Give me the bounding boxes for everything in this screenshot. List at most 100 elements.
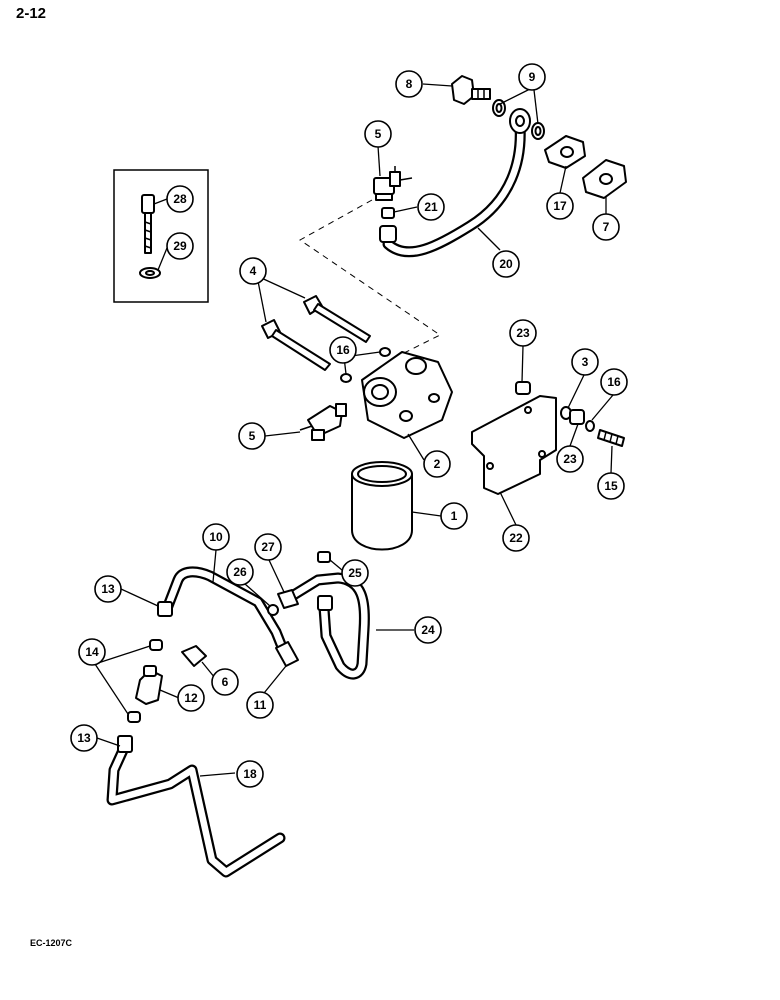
callout-23: 23	[556, 445, 584, 473]
callout-label: 21	[424, 200, 438, 214]
callout-5: 5	[238, 422, 266, 450]
filter-head-2	[361, 351, 453, 439]
bleed-valve-5-lower	[299, 403, 347, 441]
callout-label: 12	[184, 691, 198, 705]
callout-15: 15	[597, 472, 625, 500]
callout-label: 13	[101, 582, 115, 596]
banjo-bolt-8	[451, 75, 491, 105]
callout-label: 9	[529, 70, 536, 84]
callout-label: 25	[348, 566, 362, 580]
page-number: 2-12	[16, 5, 46, 22]
callout-28: 28	[166, 185, 194, 213]
callout-label: 16	[607, 375, 621, 389]
callout-label: 24	[421, 623, 435, 637]
callout-label: 8	[406, 77, 413, 91]
callout-29: 29	[166, 232, 194, 260]
callout-label: 5	[375, 127, 382, 141]
callout-label: 22	[509, 531, 523, 545]
callout-label: 14	[85, 645, 99, 659]
callout-11: 11	[246, 691, 274, 719]
bolt-4-upper	[303, 295, 371, 343]
mounting-bracket-22	[471, 395, 557, 495]
callout-label: 16	[336, 343, 350, 357]
callout-2: 2	[423, 450, 451, 478]
cap-25	[317, 551, 331, 563]
callout-label: 4	[250, 264, 257, 278]
fitting-11	[275, 641, 299, 667]
callout-label: 17	[553, 199, 567, 213]
sleeve-26	[267, 604, 279, 616]
callout-label: 18	[243, 767, 257, 781]
callout-label: 15	[604, 479, 618, 493]
callout-label: 20	[499, 257, 513, 271]
assembly-guide-line	[299, 199, 441, 356]
callout-13: 13	[70, 724, 98, 752]
callout-6: 6	[211, 668, 239, 696]
gasket-plate-17	[544, 135, 586, 169]
callout-label: 23	[516, 326, 530, 340]
spacer-23-side	[569, 409, 585, 425]
callout-14: 14	[78, 638, 106, 666]
fuel-line-20	[379, 108, 531, 258]
callout-18: 18	[236, 760, 264, 788]
callout-8: 8	[395, 70, 423, 98]
callout-16: 16	[600, 368, 628, 396]
nut-27	[277, 589, 299, 609]
callout-17: 17	[546, 192, 574, 220]
fuel-line-10	[157, 566, 290, 658]
bleed-valve-5-upper	[373, 166, 413, 201]
filter-element-1	[351, 461, 413, 551]
callout-label: 3	[582, 355, 589, 369]
stud-15	[597, 429, 625, 447]
callout-20: 20	[492, 250, 520, 278]
callout-25: 25	[341, 559, 369, 587]
callout-23: 23	[509, 319, 537, 347]
fitting-21	[381, 207, 395, 219]
cap-14-upper	[149, 639, 163, 651]
callout-7: 7	[592, 213, 620, 241]
callout-label: 28	[173, 192, 187, 206]
callout-label: 5	[249, 429, 256, 443]
fuel-line-18	[106, 735, 286, 878]
sealing-washers-9	[492, 99, 545, 140]
callout-label: 6	[222, 675, 229, 689]
cap-14-lower	[127, 711, 141, 723]
callout-3: 3	[571, 348, 599, 376]
callout-22: 22	[502, 524, 530, 552]
callout-26: 26	[226, 558, 254, 586]
callout-27: 27	[254, 533, 282, 561]
callout-5: 5	[364, 120, 392, 148]
tee-fitting-12	[135, 665, 163, 705]
spacer-23-top	[515, 381, 531, 395]
callout-label: 11	[254, 698, 267, 712]
callout-24: 24	[414, 616, 442, 644]
callout-label: 1	[451, 509, 458, 523]
figure-code: EC-1207C	[30, 938, 73, 948]
callout-label: 27	[261, 540, 275, 554]
callout-label: 26	[233, 565, 247, 579]
fuel-line-24	[286, 572, 370, 680]
callout-10: 10	[202, 523, 230, 551]
socket-cap-screw-28	[141, 194, 155, 254]
callout-16: 16	[329, 336, 357, 364]
callout-12: 12	[177, 684, 205, 712]
washer-16-side	[585, 420, 595, 432]
adapter-6	[181, 645, 207, 667]
callout-label: 23	[563, 452, 577, 466]
callout-21: 21	[417, 193, 445, 221]
callout-label: 29	[173, 239, 187, 253]
callout-label: 10	[209, 530, 223, 544]
callout-4: 4	[239, 257, 267, 285]
callout-label: 2	[434, 457, 441, 471]
callout-1: 1	[440, 502, 468, 530]
callout-label: 7	[603, 220, 610, 234]
callout-13: 13	[94, 575, 122, 603]
gasket-plate-7	[582, 159, 627, 199]
callout-label: 13	[77, 731, 91, 745]
callout-9: 9	[518, 63, 546, 91]
inset-box	[113, 169, 209, 303]
lock-washer-29	[139, 267, 161, 279]
bolt-4-lower	[261, 319, 331, 371]
